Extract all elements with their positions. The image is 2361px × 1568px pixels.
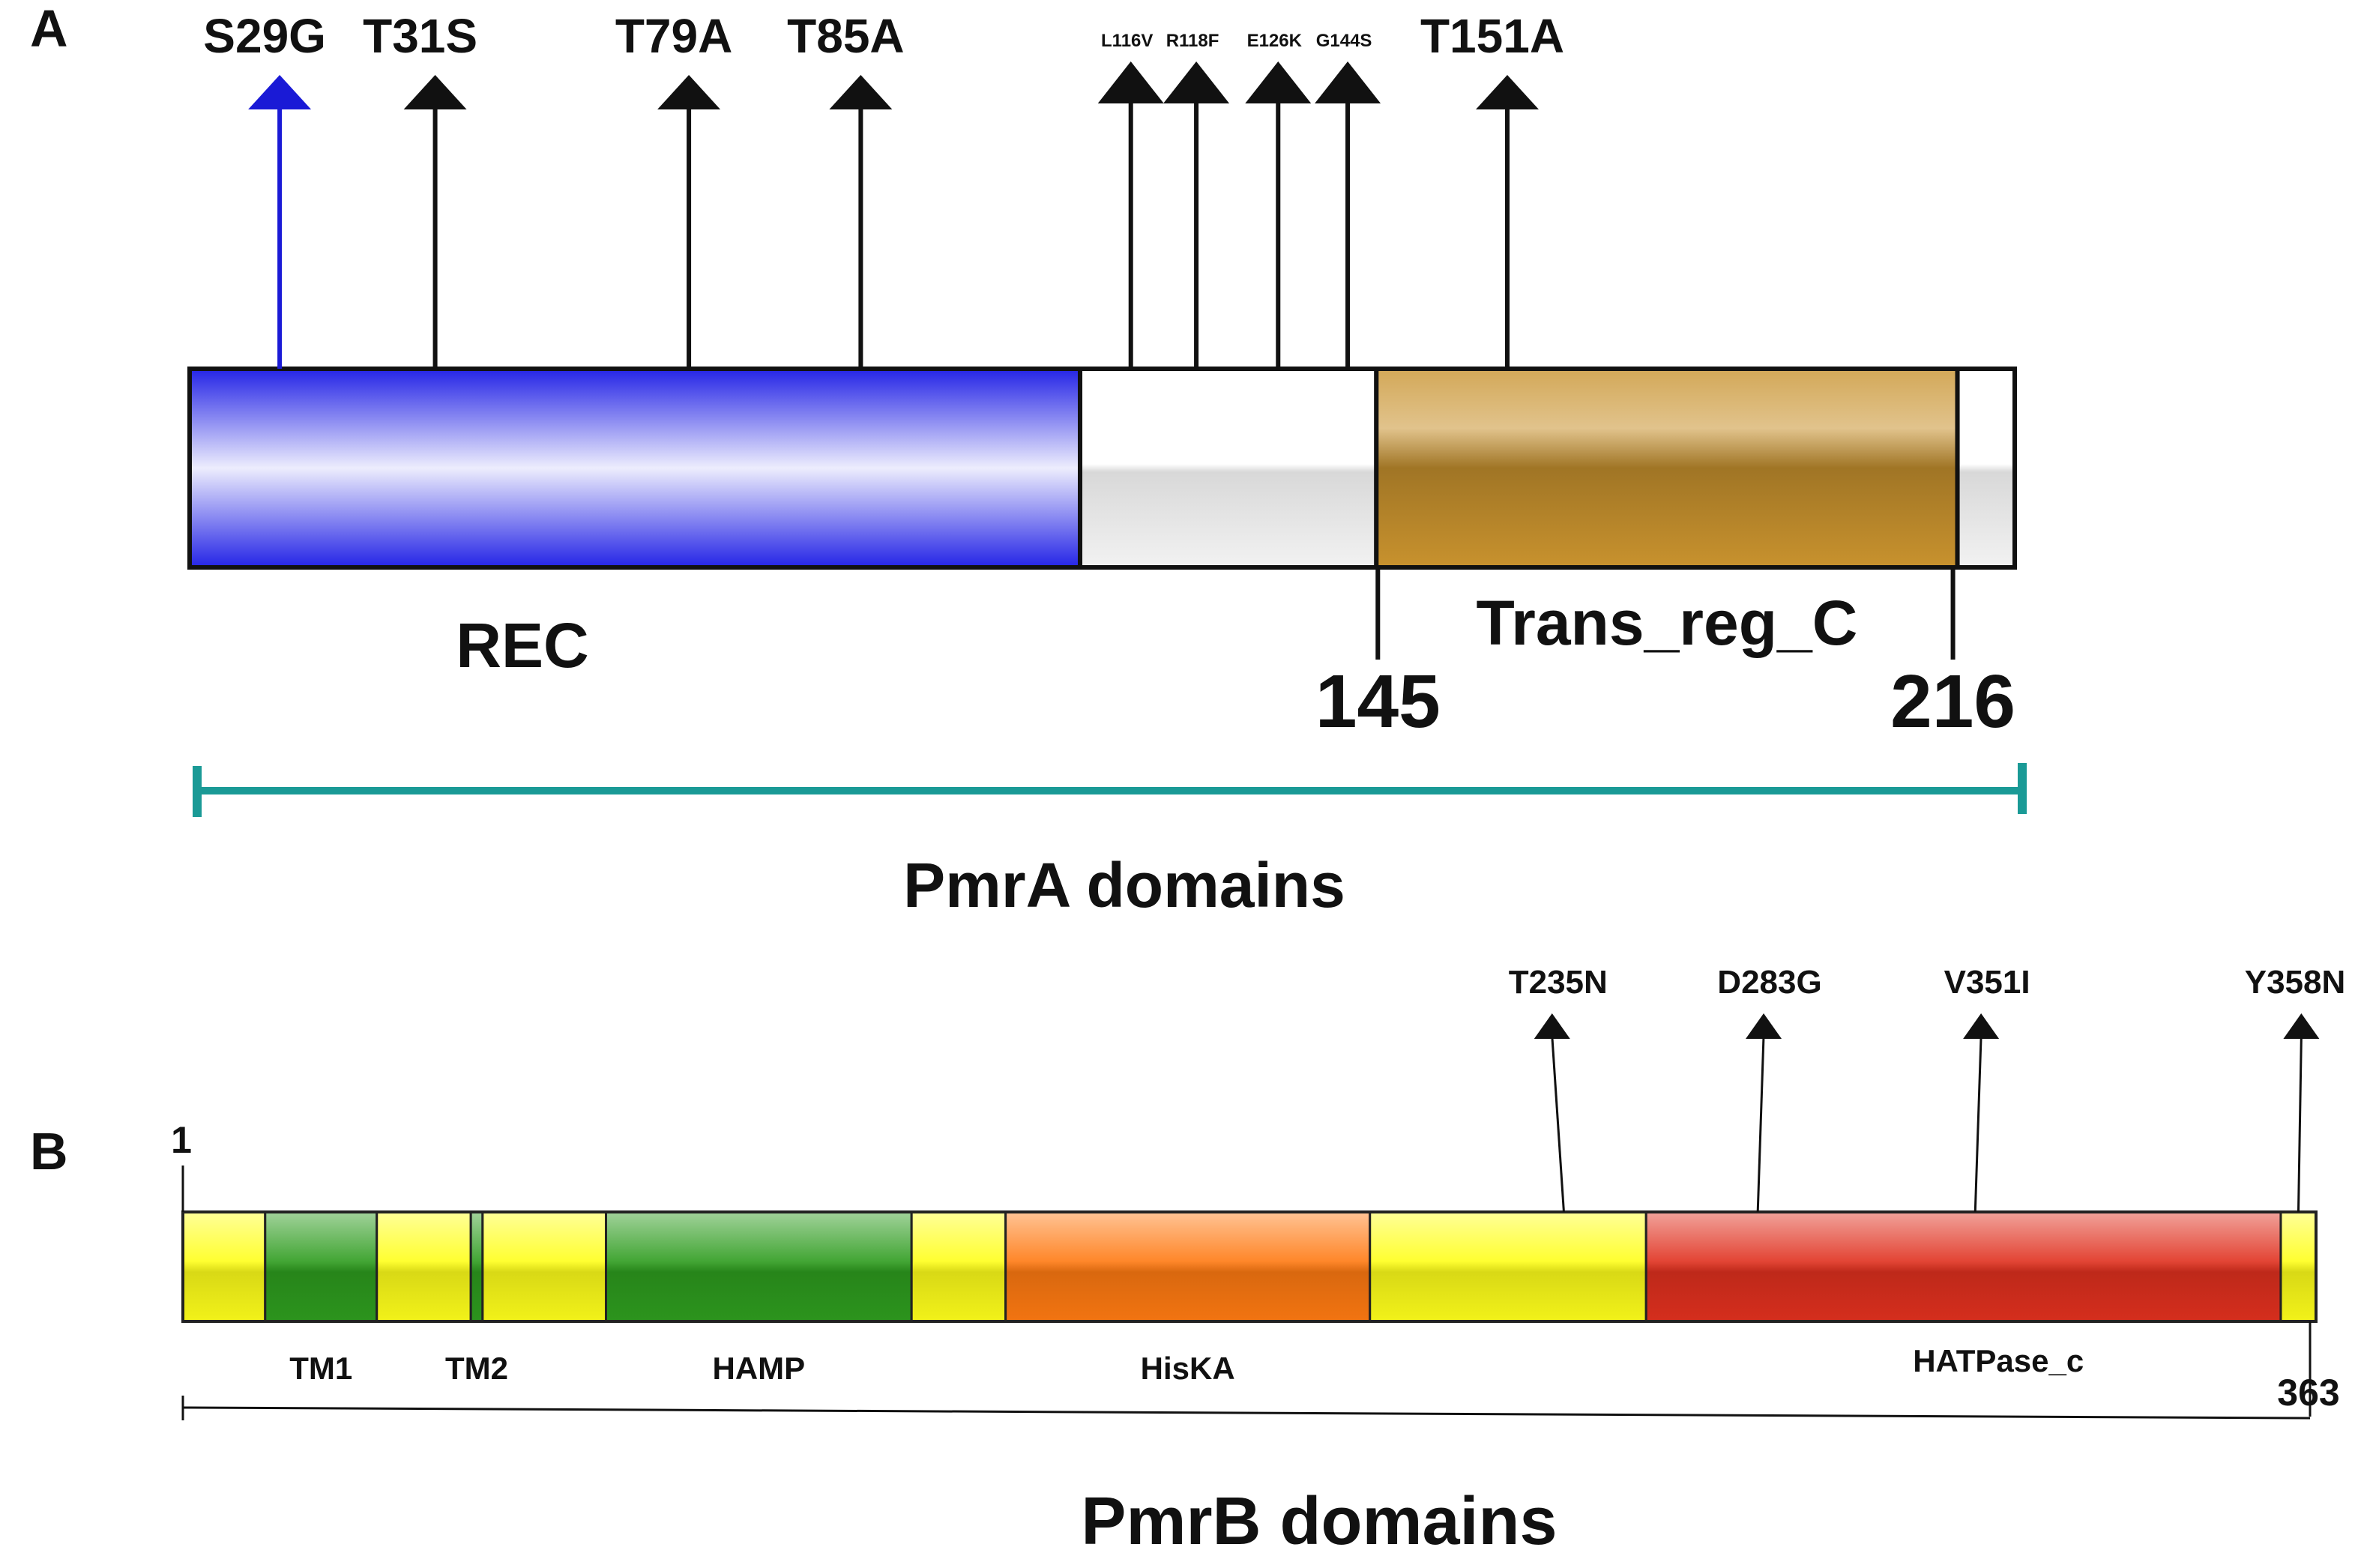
pmra-mutation-label-t31s: T31S <box>363 9 477 63</box>
pmrb-span-line <box>182 1406 2311 1420</box>
pmrb-domain-seg1 <box>181 1210 267 1323</box>
pmrb-domain-hatpase_c <box>1644 1210 2282 1323</box>
pmrb-domain-seg5 <box>1369 1210 1647 1323</box>
panel-b-title: PmrB domains <box>1081 1484 1557 1559</box>
pmra-mutation-label-t79a: T79A <box>615 9 733 63</box>
panel-a-title: PmrA domains <box>903 850 1345 920</box>
pmrb-domain-label-hatpase_c: HATPase_c <box>1913 1343 2084 1378</box>
pmrb-mutation-label-v351i: V351I <box>1944 964 2030 1001</box>
pmrb-domain-label-tm2: TM2 <box>445 1351 508 1386</box>
pmrb-mutation-arrowhead-v351i <box>1963 1013 2000 1039</box>
pmra-mutation-label-s29g: S29G <box>203 9 326 63</box>
pmrb-domain-tm2 <box>469 1210 484 1323</box>
pmrb-mutation-label-t235n: T235N <box>1509 964 1608 1001</box>
pmra-boundary-label-216: 216 <box>1890 660 2015 744</box>
pmrb-domain-tm1 <box>264 1210 379 1323</box>
pmra-mutation-arrowhead-t85a <box>829 75 893 109</box>
pmrb-mutation-stem-t235n <box>1551 1035 1565 1213</box>
pmra-mutation-label-r118f: R118F <box>1166 31 1219 51</box>
pmrb-domain-seg6 <box>2279 1210 2318 1323</box>
pmra-outline <box>187 367 2017 570</box>
panel-b: TM1 TM2 HAMP HisKA HATPase_c T235N D283G V351I Y… <box>181 964 2346 1420</box>
pmra-mutation-arrowhead-s29g <box>248 75 312 109</box>
panel-b-end-label: 363 <box>2277 1372 2339 1414</box>
pmra-mutation-label-l116v: L116V <box>1101 31 1153 51</box>
pmrb-domain-label-hiska: HisKA <box>1141 1351 1235 1386</box>
pmra-mutation-arrowhead-t79a <box>657 75 721 109</box>
pmra-domain-tail <box>1955 367 2017 570</box>
pmra-mutation-label-t85a: T85A <box>787 9 905 63</box>
pmra-mutation-arrowhead-g144s <box>1315 61 1381 103</box>
pmra-mutation-arrowhead-t151a <box>1476 75 1540 109</box>
pmra-domain-label-rec: REC <box>456 610 588 681</box>
pmrb-mutation-stem-y358n <box>2297 1035 2303 1213</box>
pmrb-mutation-arrowhead-y358n <box>2283 1013 2320 1039</box>
pmra-mutation-arrowhead-e126k <box>1245 61 1312 103</box>
pmrb-mutation-label-d283g: D283G <box>1717 964 1821 1001</box>
pmrb-mutation-arrowhead-t235n <box>1534 1013 1570 1039</box>
pmra-mutation-label-t151a: T151A <box>1420 9 1564 63</box>
pmrb-mutation-stem-v351i <box>1973 1035 1982 1213</box>
pmra-mutation-arrowhead-l116v <box>1097 61 1164 103</box>
pmrb-domain-hamp <box>604 1210 913 1323</box>
panel-a: REC Trans_reg_C 145 216 S29G T31S T79A T85A L116… <box>187 9 2027 817</box>
pmrb-domain-hiska <box>1004 1210 1372 1323</box>
pmra-mutation-arrowhead-r118f <box>1163 61 1230 103</box>
panel-a-letter: A <box>30 0 68 58</box>
pmra-domain-rec <box>187 367 1083 570</box>
pmrb-mutation-arrowhead-d283g <box>1746 1013 1782 1039</box>
pmra-domain-linker <box>1078 367 1379 570</box>
pmrb-mutation-stem-d283g <box>1756 1035 1765 1213</box>
pmrb-outline <box>181 1210 2318 1323</box>
pmrb-domain-seg4 <box>910 1210 1007 1323</box>
pmrb-domain-seg2 <box>376 1210 472 1323</box>
pmrb-domain-seg3 <box>481 1210 607 1323</box>
pmra-mutation-arrowhead-t31s <box>403 75 467 109</box>
pmra-mutation-label-e126k: E126K <box>1247 31 1303 51</box>
pmrb-domain-label-hamp: HAMP <box>713 1351 806 1386</box>
panel-b-letter: B <box>30 1122 68 1180</box>
pmra-domain-label-trans_reg_c: Trans_reg_C <box>1476 588 1857 658</box>
pmra-boundary-label-145: 145 <box>1315 660 1441 744</box>
pmrb-domain-label-tm1: TM1 <box>289 1351 352 1386</box>
pmrb-mutation-label-y358n: Y358N <box>2245 964 2346 1001</box>
pmra-domain-trans_reg_c <box>1374 367 1960 570</box>
panel-b-start-label: 1 <box>171 1119 192 1161</box>
pmra-mutation-label-g144s: G144S <box>1316 31 1372 51</box>
